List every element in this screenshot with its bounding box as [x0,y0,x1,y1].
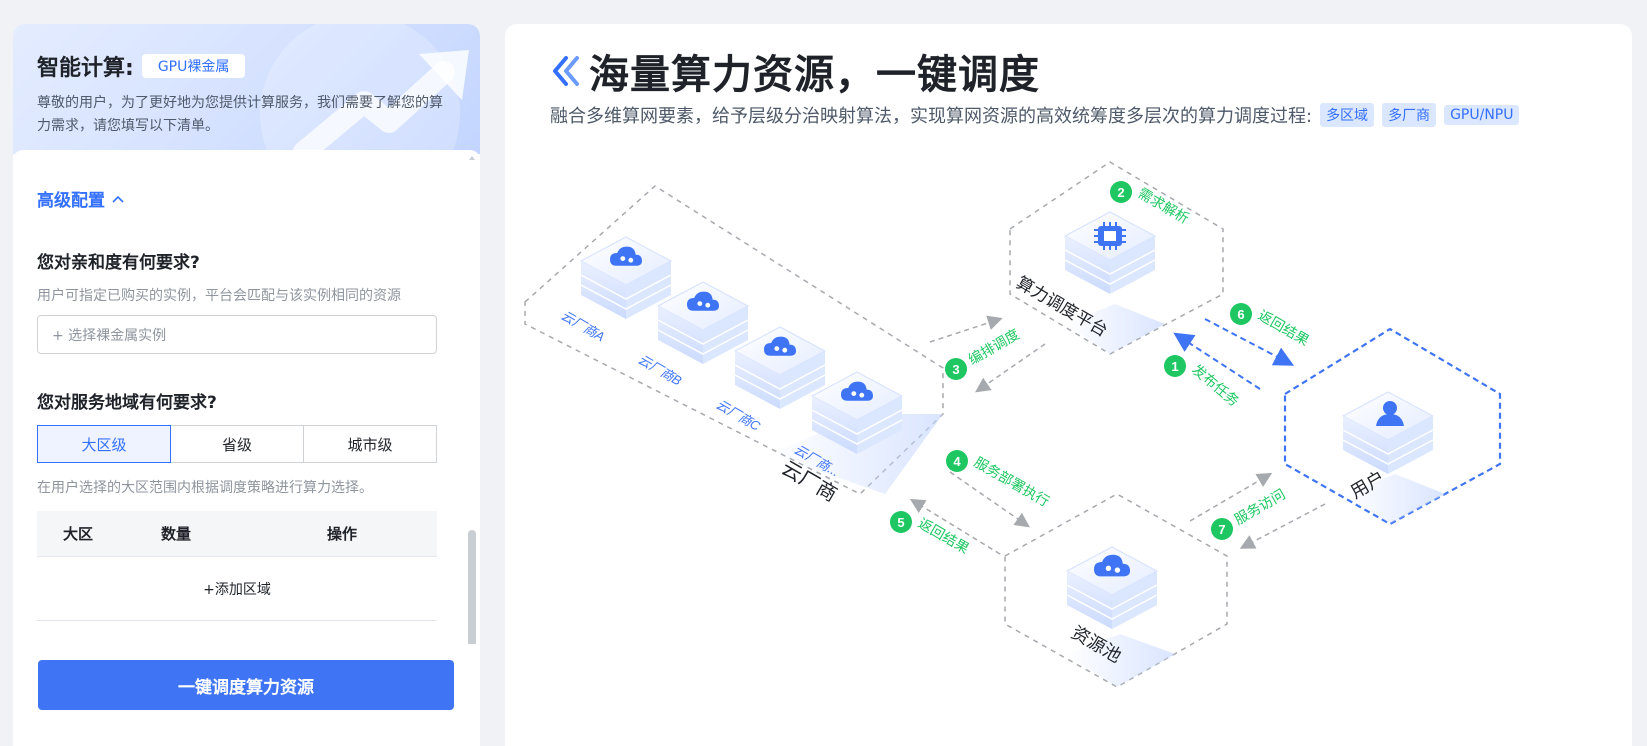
column-quantity: 数量 [161,525,192,543]
form-header: 智能计算: GPU裸金属 尊敬的用户，为了更好地为您提供计算服务，我们需要了解您… [13,24,480,154]
form-body: 高级配置 您对亲和度有何要求? 用户可指定已购买的实例，平台会匹配与该实例相同的… [13,150,480,666]
scheduling-overview-panel: 海量算力资源，一键调度 融合多维算网要素，给予层级分治映射算法，实现算网资源的高… [505,24,1632,746]
tag-multi-vendor: 多厂商 [1382,103,1437,127]
step-4-label: 服务部署执行 [972,454,1053,510]
tab-region-level[interactable]: 大区级 [37,425,171,463]
scrollbar-thumb[interactable] [468,530,476,666]
step-3-number: 3 [952,362,959,377]
cloud-vendor-group-band [770,414,943,494]
step-6-number: 6 [1237,307,1244,322]
step-1-number: 1 [1171,359,1178,374]
chevron-up-icon [112,195,124,203]
instance-select-placeholder: + 选择裸金属实例 [52,327,167,344]
advanced-config-label: 高级配置 [37,191,105,211]
tag-multi-region: 多区域 [1320,103,1375,127]
arrow-7-up [1189,472,1273,522]
region-hint: 在用户选择的大区范围内根据调度策略进行算力选择。 [37,480,373,496]
region-table: 大区 数量 操作 +添加区域 [37,511,437,621]
overview-subtitle-row: 融合多维算网要素，给予层级分治映射算法，实现算网资源的高效统筹度多层次的算力调度… [550,102,1520,128]
form-footer: 一键调度算力资源 [13,644,480,746]
cloud-c-cube [734,326,826,410]
step-7-number: 7 [1218,522,1225,537]
dispatch-resources-button[interactable]: 一键调度算力资源 [38,660,454,710]
affinity-question: 您对亲和度有何要求? [37,253,200,273]
gpu-tag: GPU裸金属 [141,54,246,78]
affinity-hint: 用户可指定已购买的实例，平台会匹配与该实例相同的资源 [37,288,401,304]
step-2-number: 2 [1117,185,1124,200]
request-form-panel: 智能计算: GPU裸金属 尊敬的用户，为了更好地为您提供计算服务，我们需要了解您… [13,24,480,746]
step-4-number: 4 [953,454,961,469]
overview-title-row: 海量算力资源，一键调度 [549,42,1040,100]
arrow-5 [909,498,1001,555]
arrow-6 [1204,318,1295,366]
step-5-label: 返回结果 [916,515,972,557]
column-region: 大区 [63,525,94,543]
user-cube [1342,391,1434,475]
arrow-4 [949,471,1030,528]
scheduling-flow-diagram: 云厂商A 云厂商B 云厂商C 云厂商... 云厂商 算力调度平台 用户 资源池 … [524,161,1502,688]
tab-city-level[interactable]: 城市级 [303,425,437,463]
platform-cube [1064,211,1156,295]
region-question: 您对服务地域有何要求? [37,393,217,413]
instance-select[interactable]: + 选择裸金属实例 [37,315,437,354]
arrow-1 [1173,332,1261,390]
form-description: 尊敬的用户，为了更好地为您提供计算服务，我们需要了解您的算力需求，请您填写以下清… [37,95,443,134]
cloud-a-cube [580,236,672,320]
pool-band [1065,634,1175,687]
chip-icon [1094,222,1126,250]
step-5-badge: 5 返回结果 [890,511,972,557]
pool-cube [1066,546,1158,630]
cloud-a-label: 云厂商A [559,308,608,345]
step-6-label: 返回结果 [1256,307,1312,349]
tab-province-level[interactable]: 省级 [170,425,304,463]
cloud-b-cube [657,281,749,365]
user-band [1345,474,1445,524]
step-1-label: 发布任务 [1189,361,1242,409]
step-5-number: 5 [897,515,904,530]
step-3-label: 编排调度 [966,326,1022,368]
overview-subtitle: 融合多维算网要素，给予层级分治映射算法，实现算网资源的高效统筹度多层次的算力调度… [550,106,1313,127]
step-1-badge: 1 发布任务 [1164,355,1242,409]
step-6-badge: 6 返回结果 [1230,303,1312,349]
region-level-tabs: 大区级 省级 城市级 [37,425,437,463]
step-4-badge: 4 服务部署执行 [946,450,1052,510]
platform-outline [1009,161,1224,355]
advanced-config-toggle[interactable]: 高级配置 [37,186,442,211]
step-2-label: 需求解析 [1136,185,1192,227]
double-chevron-left-icon [553,56,579,86]
pool-outline [1004,493,1228,688]
arrow-7-down [1239,503,1326,549]
step-7-badge: 7 服务访问 [1211,486,1288,540]
table-header: 大区 数量 操作 [37,511,437,557]
add-region-button[interactable]: +添加区域 [37,557,437,621]
arrow-3-down [975,343,1046,393]
user-outline [1283,327,1502,526]
column-actions: 操作 [327,525,358,543]
trend-arrow-icon [293,50,469,154]
tag-gpu-npu: GPU/NPU [1444,105,1520,125]
platform-band [1065,304,1165,354]
user-avatar-icon [1376,401,1404,426]
arrow-3-up [929,315,1003,343]
form-title: 智能计算: [37,56,134,81]
cloud-c-label: 云厂商C [714,397,764,434]
scroll-up-icon[interactable] [469,156,475,160]
overview-title: 海量算力资源，一键调度 [589,52,1040,98]
